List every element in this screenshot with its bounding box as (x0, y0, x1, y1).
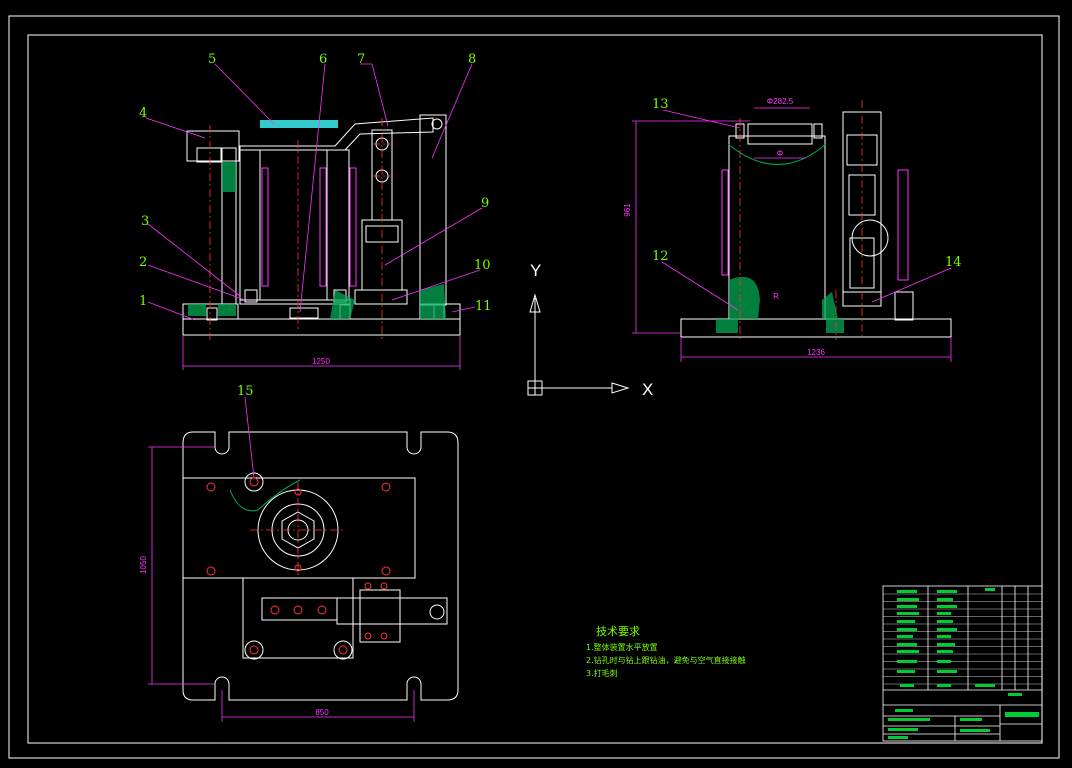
part-label-10: 10 (474, 258, 491, 273)
top-dimensions (148, 446, 415, 722)
front-width-dimension (182, 336, 461, 370)
side-width-value: 1236 (807, 348, 825, 357)
part-label-7: 7 (357, 52, 365, 67)
workpiece-plate (260, 120, 338, 128)
side-view-hatch (716, 276, 844, 333)
tech-note-1: 1.整体装置水平放置 (586, 642, 658, 652)
part-label-2: 2 (139, 255, 147, 270)
side-diameter-small-value: Φ (777, 149, 783, 158)
part-label-3: 3 (141, 214, 149, 229)
outer-frame (8, 15, 1060, 759)
tech-note-2: 2.钻孔时与钻上跟钻油，避免与空气直接接触 (586, 655, 746, 665)
front-width-value: 1250 (312, 357, 330, 366)
tech-notes-title: 技术要求 (596, 625, 640, 638)
top-view (182, 431, 459, 701)
side-view (680, 111, 952, 338)
side-view-centerlines (739, 100, 863, 340)
part-label-13: 13 (652, 97, 669, 112)
leader-lines (145, 63, 952, 479)
ucs-axes (527, 293, 630, 396)
side-diameter-top-value: Φ282.5 (767, 97, 794, 106)
top-view-centerlines (250, 482, 346, 578)
side-dimensions (632, 107, 952, 362)
top-view-curve (229, 479, 301, 512)
front-view-centerlines (209, 118, 392, 340)
part-label-14: 14 (945, 255, 962, 270)
part-label-5: 5 (208, 52, 216, 67)
part-label-12: 12 (652, 249, 669, 264)
part-label-8: 8 (468, 52, 476, 67)
x-axis-label: X (642, 380, 653, 399)
front-view-hatch (188, 162, 446, 319)
top-height-value: 1050 (139, 556, 148, 574)
part-label-4: 4 (139, 106, 147, 121)
top-slot-spacing-value: 850 (315, 708, 329, 717)
side-radius-value: R (773, 292, 779, 301)
y-axis-label: Y (530, 261, 541, 280)
part-label-1: 1 (139, 294, 147, 309)
part-label-9: 9 (481, 196, 489, 211)
front-view (182, 114, 461, 336)
inner-frame (27, 34, 1043, 744)
title-block-text-marks (888, 588, 1039, 739)
title-block (882, 585, 1043, 742)
part-label-11: 11 (475, 299, 492, 314)
part-label-6: 6 (319, 52, 327, 67)
side-height-value: 961 (623, 203, 632, 217)
tech-note-3: 3.打毛刺 (586, 668, 618, 678)
part-label-15: 15 (237, 384, 254, 399)
